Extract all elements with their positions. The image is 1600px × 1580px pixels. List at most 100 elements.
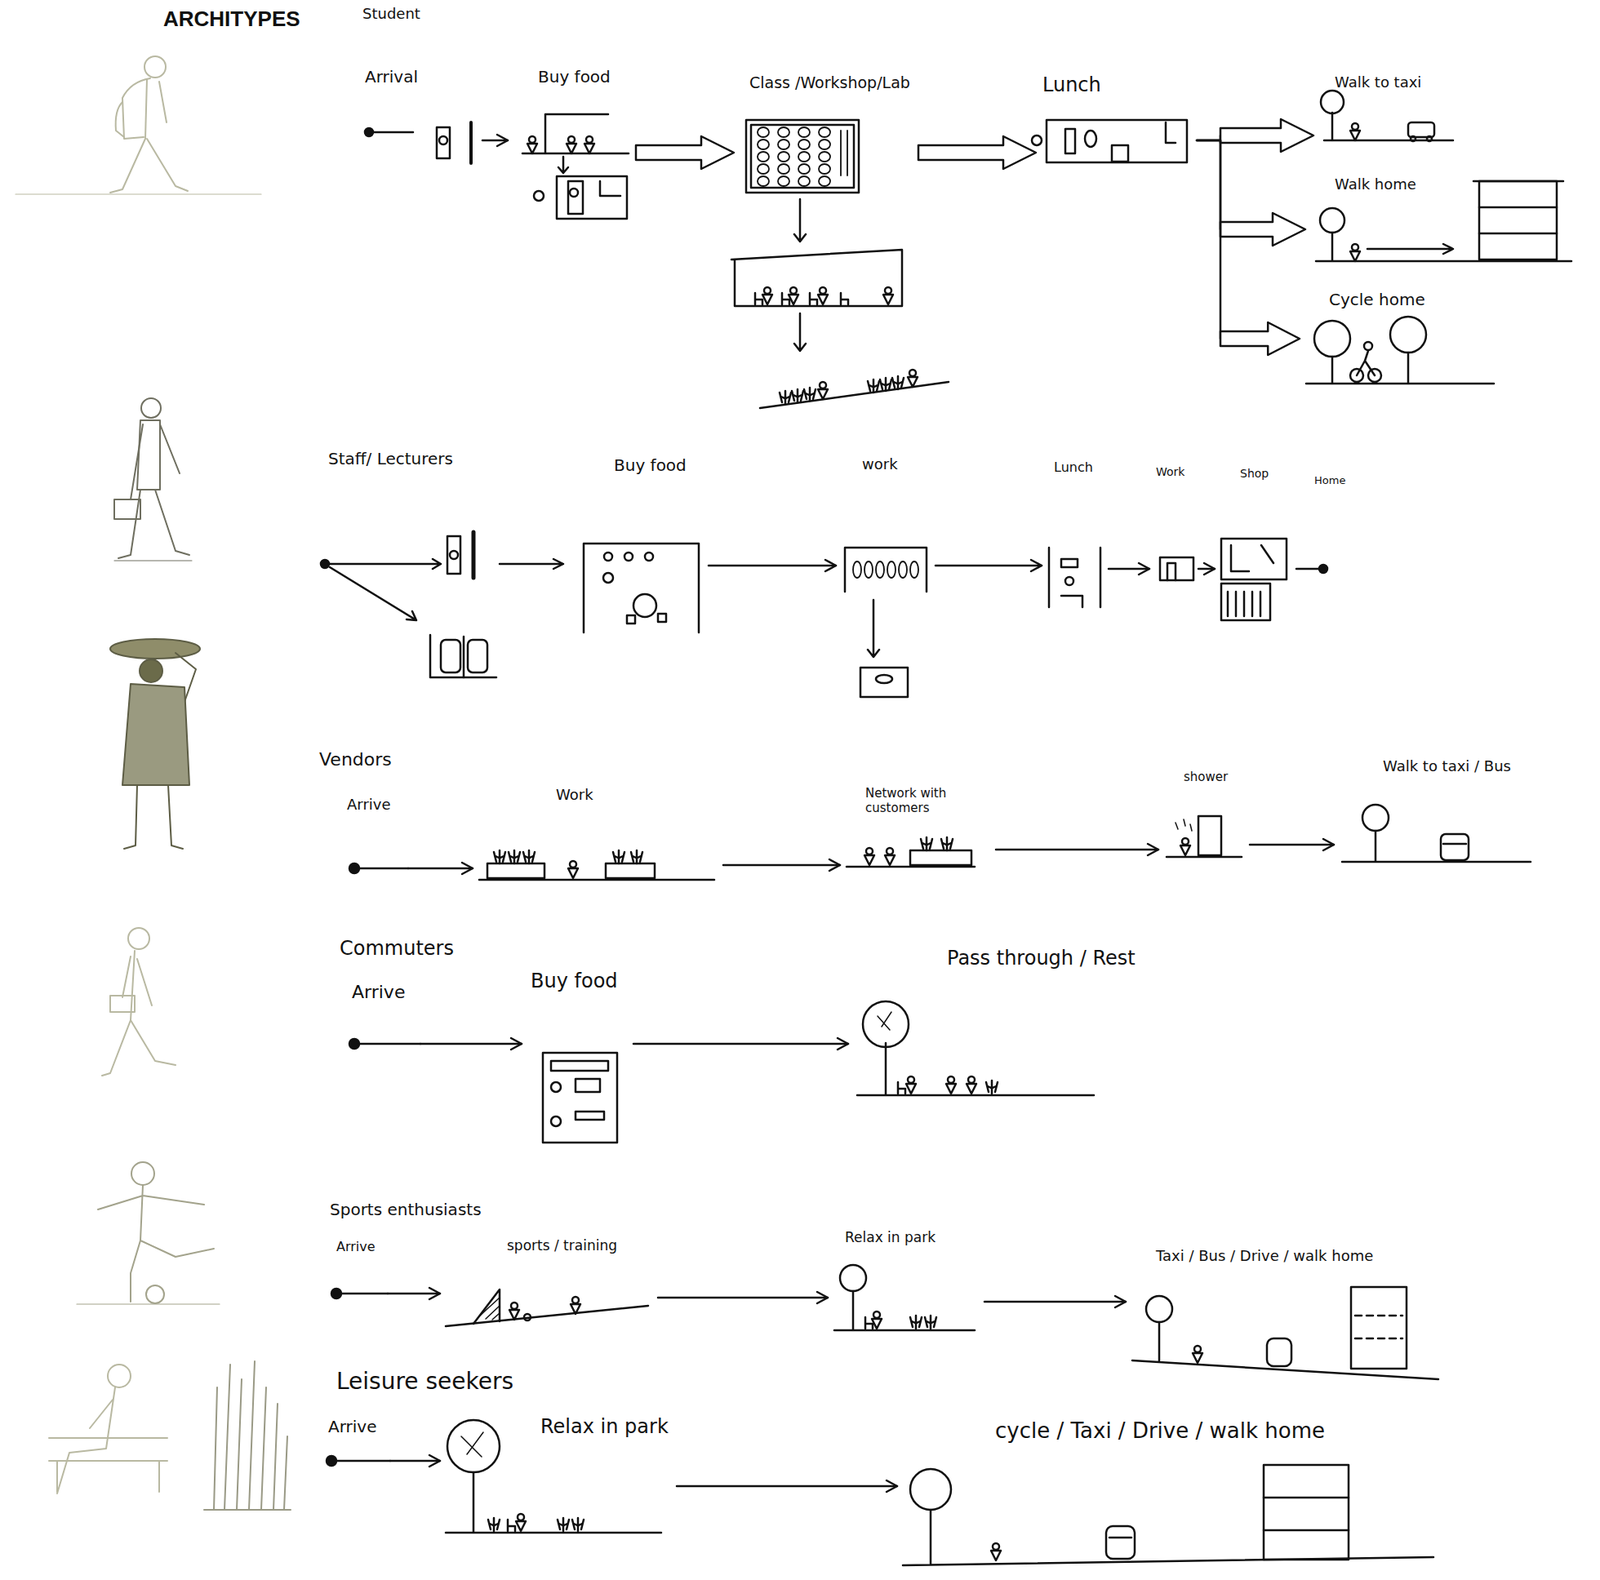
staff-sketches-part: [1221, 583, 1271, 621]
student-sketches-part-part: [818, 176, 831, 187]
sports-sketches-part: [1355, 1315, 1403, 1339]
step-label: Arrive: [336, 1239, 376, 1255]
connector-line: [935, 564, 1042, 568]
row-label: Vendors: [319, 749, 392, 771]
student-sketches-part-part: [798, 139, 810, 150]
leisure-figure-part: [107, 1364, 131, 1388]
commuter-sketches-part: [542, 1053, 618, 1143]
sports-sketches-part: [1192, 1346, 1203, 1364]
student-figure: [15, 56, 262, 195]
connector: [1196, 140, 1306, 246]
arrow-head: [1204, 563, 1215, 575]
step-label: Buy food: [613, 455, 687, 476]
staff-figure-part: [141, 398, 161, 418]
vendor-sketches-part: [1440, 834, 1469, 861]
student-sketches-part: [1315, 232, 1572, 262]
sports-sketches-part: [509, 1302, 520, 1320]
step-label: Home: [1314, 474, 1346, 488]
vendor-sketches-part: [349, 863, 360, 874]
staff-sketches: [320, 532, 1328, 698]
student-sketches-part: [762, 287, 773, 305]
student-sketches-part: [880, 377, 892, 392]
staff-sketches-part: [467, 640, 488, 673]
connector: [708, 560, 836, 572]
staff-sketches-part: [1221, 538, 1287, 580]
student-sketches-part: [751, 124, 854, 188]
arrow-head: [886, 1480, 898, 1493]
vendor-sketches-part: [1180, 838, 1191, 856]
vendor-sketches-part: [1175, 819, 1192, 832]
step-node: Buy food: [581, 455, 704, 636]
step-node: cycle / Taxi / Drive / walk home: [902, 1418, 1437, 1569]
student-sketches-part-part: [777, 151, 790, 162]
student-sketches-part: [794, 199, 806, 242]
step-label: Buy food: [537, 66, 611, 87]
vendor-sketches-part: [864, 848, 875, 866]
leisure-figure-part: [204, 1361, 291, 1511]
student-sketches-part: [568, 181, 583, 214]
leisure-figure-part: [57, 1387, 116, 1494]
staff-figure-part: [118, 424, 190, 559]
commuter-figure: [102, 928, 176, 1076]
row-label: Sports enthusiasts: [329, 1200, 482, 1220]
student-sketches-part: [1364, 342, 1373, 351]
connector: [420, 1038, 522, 1050]
student-sketches-part: [755, 293, 763, 305]
student-sketches-part: [527, 136, 538, 154]
connector: [1196, 140, 1300, 356]
vendor-sketches-part: [941, 837, 953, 851]
arrow-head: [1031, 560, 1042, 572]
staff-sketches-part-part: [910, 561, 919, 578]
connector: [633, 1038, 849, 1050]
commuter-sketches-part: [551, 1116, 561, 1127]
staff-sketches-part: [329, 567, 417, 621]
commuter-sketches-part: [575, 1079, 600, 1093]
student-sketches-part: [804, 387, 816, 401]
student-sketches-part: [840, 293, 849, 305]
commuter-sketches-part: [551, 1061, 609, 1072]
staff-sketches-part: [1227, 591, 1261, 617]
step-label: Class /Workshop/Lab: [749, 73, 911, 93]
step-node: Walk to taxi: [1318, 73, 1458, 146]
staff-sketches-part: [449, 551, 458, 560]
leisure-figure: [48, 1361, 291, 1511]
step-label: Work: [1155, 465, 1185, 480]
step-label: Relax in park: [844, 1229, 936, 1246]
student-sketches-part: [558, 156, 569, 174]
step-label: Walk home: [1334, 175, 1417, 194]
arrow-head: [429, 1455, 440, 1467]
connector-line: [633, 1043, 849, 1046]
connector-line: [390, 1460, 440, 1463]
commuter-sketches-part: [877, 1012, 892, 1031]
staff-figure: [114, 398, 192, 561]
student-sketches-part-part: [798, 164, 810, 174]
row-label: Staff/ Lecturers: [328, 448, 454, 469]
vendor-sketches-part: [631, 850, 643, 864]
arrow-head: [817, 1292, 828, 1304]
step-node: sports / training: [444, 1237, 654, 1329]
staff-sketches-part: [1065, 577, 1074, 586]
step-label: Walk to taxi: [1334, 73, 1422, 92]
student-sketches-part: [436, 127, 450, 159]
commuter-sketches-part: [551, 1082, 561, 1093]
commuter-sketches-part: [349, 1039, 360, 1049]
step-label: Walk to taxi / Bus: [1382, 757, 1512, 776]
arrow-head: [1147, 844, 1159, 856]
staff-sketches-part: [624, 552, 633, 561]
step-node: Lunch: [1040, 73, 1192, 168]
connector: [995, 844, 1159, 856]
step-node: Walk home: [1310, 175, 1572, 264]
staff-sketches-part: [603, 573, 614, 583]
student-sketches-part: [791, 389, 804, 403]
staff-figure-part: [114, 560, 192, 562]
step-label: Arrive: [351, 982, 405, 1004]
student-sketches-part: [1314, 320, 1351, 357]
student-sketches-part: [600, 181, 621, 196]
connector: [1249, 839, 1334, 851]
leisure-sketches-part: [910, 1469, 952, 1511]
student-sketches-part-part: [798, 176, 810, 187]
sports-figure-part: [76, 1303, 220, 1305]
student-sketches-part: [364, 128, 374, 137]
student-sketches-part: [809, 293, 818, 305]
